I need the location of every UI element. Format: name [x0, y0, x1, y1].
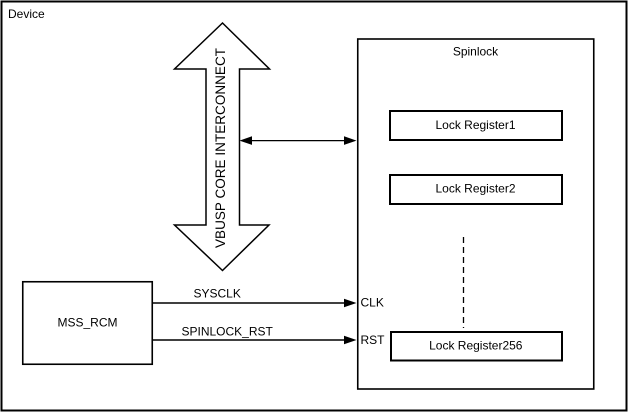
- svg-text:Spinlock: Spinlock: [453, 45, 499, 59]
- svg-text:VBUSP CORE INTERCONNECT: VBUSP CORE INTERCONNECT: [213, 48, 228, 248]
- svg-text:SPINLOCK_RST: SPINLOCK_RST: [182, 324, 274, 338]
- svg-text:Lock Register2: Lock Register2: [435, 181, 515, 195]
- svg-text:CLK: CLK: [361, 296, 384, 310]
- svg-text:Lock Register1: Lock Register1: [435, 118, 515, 132]
- svg-text:Lock Register256: Lock Register256: [429, 339, 523, 353]
- svg-text:SYSCLK: SYSCLK: [194, 287, 241, 301]
- svg-text:RST: RST: [361, 333, 386, 347]
- svg-text:Device: Device: [8, 7, 45, 21]
- svg-text:MSS_RCM: MSS_RCM: [57, 315, 117, 329]
